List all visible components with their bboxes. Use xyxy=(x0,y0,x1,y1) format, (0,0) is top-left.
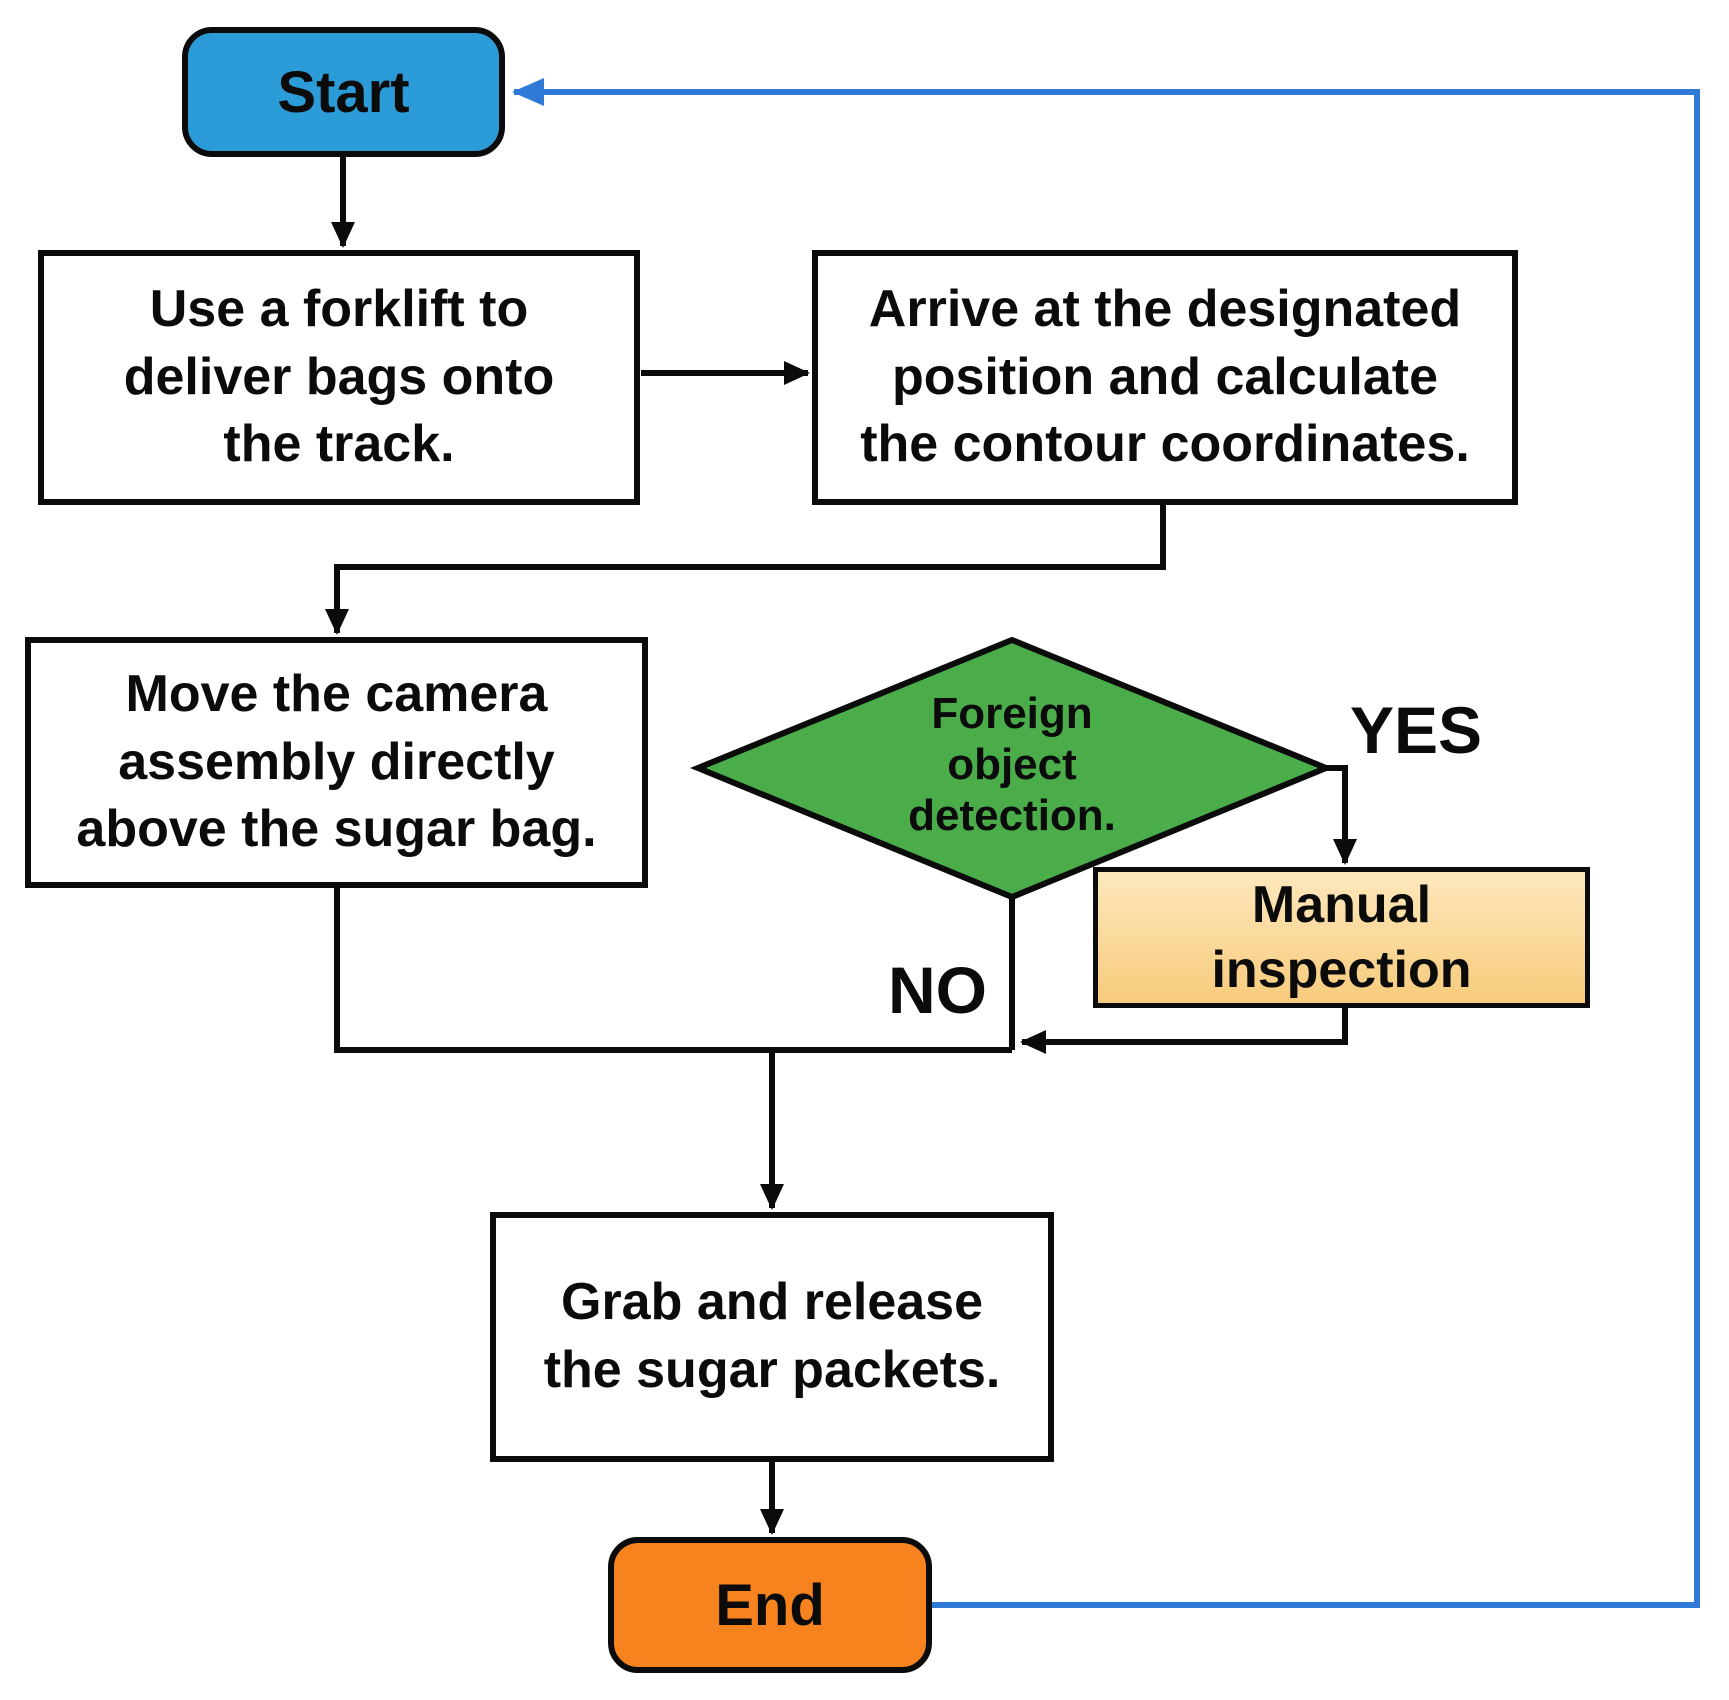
node-deliver-label: Use a forklift to deliver bags onto the … xyxy=(123,280,555,474)
node-camera-label: Move the camera assembly directly above … xyxy=(76,665,597,859)
node-decision: Foreign object detection. xyxy=(842,688,1182,841)
node-manual: Manual inspection xyxy=(1093,867,1590,1008)
node-arrive-label: Arrive at the designated position and ca… xyxy=(860,280,1470,474)
node-start-label: Start xyxy=(277,59,410,125)
node-deliver: Use a forklift to deliver bags onto the … xyxy=(38,250,640,505)
node-start: Start xyxy=(182,27,505,157)
edge-decision-yes-to-manual xyxy=(1326,765,1357,865)
node-manual-label: Manual inspection xyxy=(1211,875,1472,999)
decision-diamond-shape xyxy=(690,636,1334,901)
node-decision-label-text: Foreign object detection. xyxy=(908,689,1116,841)
edge-label-yes: YES xyxy=(1350,693,1483,767)
black-connectors xyxy=(325,157,1357,1535)
edge-label-no: NO xyxy=(888,953,987,1027)
edge-camera-to-junction xyxy=(334,888,1012,1053)
node-grab-label: Grab and release the sugar packets. xyxy=(543,1273,1001,1399)
node-end-label: End xyxy=(715,1572,825,1638)
edge-end-to-start-loop xyxy=(512,78,1700,1608)
node-end: End xyxy=(608,1537,932,1673)
edge-arrive-to-camera xyxy=(325,505,1166,635)
node-camera: Move the camera assembly directly above … xyxy=(25,637,648,888)
edge-manual-to-junction xyxy=(1020,1008,1348,1054)
node-arrive: Arrive at the designated position and ca… xyxy=(812,250,1518,505)
node-grab: Grab and release the sugar packets. xyxy=(490,1212,1054,1462)
